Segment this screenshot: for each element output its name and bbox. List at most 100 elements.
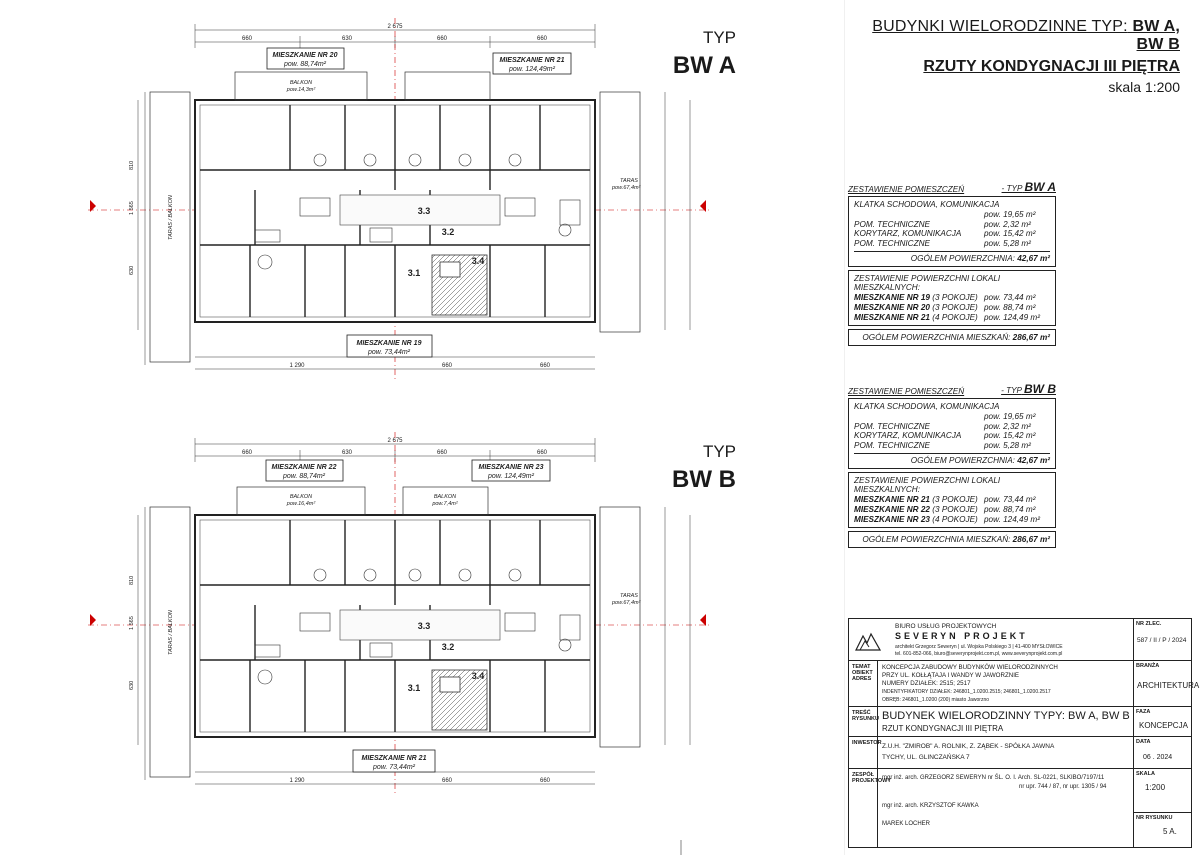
plan-b-room-3-2: 3.2 (442, 642, 455, 652)
plan-b-room-3-1: 3.1 (408, 683, 421, 693)
plan-a-seg-4: 660 (537, 36, 548, 42)
schedule-a-flats-box: ZESTAWIENIE POWIERZCHNI LOKALI MIESZKALN… (848, 270, 1056, 327)
schedule-b-rooms-box: KLATKA SCHODOWA, KOMUNIKACJA pow. 19,65 … (848, 398, 1056, 470)
header-line2: RZUTY KONDYGNACJI III PIĘTRA (923, 58, 1180, 75)
plan-b-room-3-3: 3.3 (418, 621, 431, 631)
nr-rysunku-label: NR RYSUNKU (1136, 815, 1173, 821)
schedule-a-rooms-box: KLATKA SCHODOWA, KOMUNIKACJA pow. 19,65 … (848, 196, 1056, 268)
plan-b-width: 2 675 (387, 438, 403, 444)
zespol-line1: mgr inż. arch. GRZEGORZ SEWERYN nr ŚL. O… (882, 775, 1105, 781)
zespol-line1b: nr upr. 744 / 87, nr upr. 1305 / 94 (1019, 784, 1107, 790)
schedule-a-head-title: ZESTAWIENIE POMIESZCZEŃ (848, 185, 965, 194)
schedule-b-flat-value: pow. 88,74 m² (984, 504, 1036, 514)
schedule-a-box1-title: KLATKA SCHODOWA, KOMUNIKACJA (854, 200, 1000, 209)
title-block-label-divider (877, 661, 878, 847)
plan-b-apt-22-title: MIESZKANIE NR 22 (272, 464, 337, 471)
firm-line4: tel. 601-852-066, biuro@severynprojekt.c… (895, 651, 1063, 657)
schedule-b-box1-title: KLATKA SCHODOWA, KOMUNIKACJA (854, 402, 1000, 411)
plan-b-side-3: 630 (129, 681, 135, 690)
schedule-a-total1: OGÓLEM POWIERZCHNIA: 42,67 m² (854, 251, 1050, 263)
type-b-label: TYP BW B (616, 442, 736, 494)
branza-label: BRANŻA (1136, 663, 1160, 669)
header-line1-prefix: BUDYNKI WIELORODZINNE TYP: (872, 18, 1128, 35)
schedule-b-box2-title: ZESTAWIENIE POWIERZCHNI LOKALI MIESZKALN… (854, 476, 1001, 495)
schedule-a-head-type: BW A (1024, 180, 1056, 194)
branza-cell: BRANŻA ARCHITEKTURA (1133, 661, 1199, 707)
inwestor-label: INWESTOR (852, 740, 882, 746)
plan-a-room-3-1: 3.1 (408, 268, 421, 278)
plan-a-balcony-area: pow.14,3m² (286, 87, 316, 93)
schedule-b: ZESTAWIENIE POMIESZCZEŃ - TYP BW B KLATK… (848, 382, 1056, 549)
skala-value: 1:200 (1145, 783, 1166, 792)
nr-zlec-cell: NR ZLEC. 587 / II / P / 2024 (1133, 619, 1191, 661)
faza-value: KONCEPCJA (1139, 721, 1188, 730)
type-b-word: TYP (702, 442, 736, 461)
schedule-b-head-prefix: - TYP (1001, 386, 1022, 395)
temat-line: KONCEPCJA ZABUDOWY BUDYNKÓW WIELORODZINN… (882, 664, 1058, 671)
schedule-b-head-title: ZESTAWIENIE POMIESZCZEŃ (848, 387, 965, 396)
type-a-label: TYP BW A (616, 28, 736, 80)
skala-cell: SKALA 1:200 (1133, 769, 1191, 813)
plan-b-seg-3: 660 (437, 450, 448, 456)
schedule-b-flat-name: MIESZKANIE NR 21 (854, 495, 930, 505)
temat-line: NUMERY DZIAŁEK: 2515; 2517 (882, 680, 971, 687)
schedule-b-total1: OGÓLEM POWIERZCHNIA: 42,67 m² (854, 453, 1050, 465)
plan-a-room-3-2: 3.2 (442, 227, 455, 237)
tresc-label: TREŚĆ RYSUNKU (852, 710, 879, 722)
schedule-b-flats-box: ZESTAWIENIE POWIERZCHNI LOKALI MIESZKALN… (848, 472, 1056, 529)
title-block-divider (1133, 619, 1134, 847)
temat-cell: TEMAT OBIEKT ADRES KONCEPCJA ZABUDOWY BU… (849, 661, 1133, 707)
nr-zlec-value: 587 / II / P / 2024 (1137, 637, 1187, 644)
header-scale: skala 1:200 (1108, 79, 1180, 95)
sheet-header: BUDYNKI WIELORODZINNE TYP: BW A, BW B RZ… (860, 18, 1180, 95)
schedule-a-head-prefix: - TYP (1001, 184, 1023, 193)
plan-b-side-1: 810 (129, 576, 135, 585)
schedule-b-room-name (854, 412, 984, 422)
schedule-a-flat-rooms: (3 POKOJE) (932, 293, 978, 303)
plan-a-room-3-3: 3.3 (418, 206, 431, 216)
data-value: 06 . 2024 (1143, 754, 1173, 761)
zespol-label: ZESPÓŁ PROJEKTOWY (852, 772, 892, 784)
schedule-a-room-value: pow. 2,32 m² (984, 219, 1031, 229)
schedule-a-flat-name: MIESZKANIE NR 21 (854, 312, 930, 322)
plan-b-apt-21-title: MIESZKANIE NR 21 (362, 755, 427, 762)
plan-a-side-2: 1 565 (129, 201, 135, 215)
plan-a-bottom-seg-1: 660 (442, 363, 453, 369)
header-line1: BUDYNKI WIELORODZINNE TYP: BW A, BW B (860, 18, 1180, 54)
plan-a-bottom-seg-2: 660 (540, 363, 551, 369)
schedule-a-total1-value: 42,67 m² (1017, 254, 1050, 264)
schedule-b-total2: OGÓLEM POWIERZCHNIA MIESZKAŃ: 286,67 m² (848, 531, 1056, 549)
schedule-a-flat-value: pow. 73,44 m² (984, 293, 1036, 303)
schedule-a-room-name: KORYTARZ, KOMUNIKACJA (854, 229, 962, 239)
schedule-b-room-name: POM. TECHNICZNE (854, 440, 930, 450)
plan-a-balcony-title: BALKON (290, 80, 312, 86)
skala-label: SKALA (1136, 771, 1155, 777)
zespol-line3: MAREK LOCHER (882, 821, 931, 827)
plan-b-balcony1-title: BALKON (290, 494, 312, 500)
plan-a-bottom-width: 1 290 (289, 363, 305, 369)
plan-b-room-3-4: 3.4 (472, 671, 485, 681)
plan-b-apt-22-area: pow. 88,74m² (282, 473, 326, 480)
tresc-line1: BUDYNEK WIELORODZINNY TYPY: BW A, BW B (882, 710, 1130, 722)
nr-rysunku-value: 5 A. (1163, 827, 1177, 836)
plan-b-bottom-width: 1 290 (289, 778, 305, 784)
inwestor-cell: INWESTOR Z.U.H. "ZMIROB" A. ROLNIK, Z. Z… (849, 737, 1133, 769)
tresc-line2: RZUT KONDYGNACJI III PIĘTRA (882, 724, 1004, 733)
plan-b-bottom-seg-2: 660 (540, 778, 551, 784)
schedule-a-flat-value: pow. 124,49 m² (984, 312, 1040, 322)
schedule-b-flat-rooms: (4 POKOJE) (932, 514, 978, 524)
plan-b: 2 675 660 630 660 660 BALKON pow.16,4m² … (88, 432, 710, 795)
schedule-a-total2-value: 286,67 m² (1012, 333, 1050, 343)
plan-a-apt-21-title: MIESZKANIE NR 21 (500, 57, 565, 64)
schedule-b-room-value: pow. 15,42 m² (984, 431, 1036, 441)
plan-b-bottom-seg-1: 660 (442, 778, 453, 784)
zespol-cell: ZESPÓŁ PROJEKTOWY mgr inż. arch. GRZEGOR… (849, 769, 1133, 847)
schedule-b-total1-label: OGÓLEM POWIERZCHNIA: (910, 456, 1015, 466)
firm-line1: BIURO USŁUG PROJEKTOWYCH (895, 623, 997, 630)
schedule-a-flat-rooms: (4 POKOJE) (932, 312, 978, 322)
plan-a-apt-20-title: MIESZKANIE NR 20 (273, 52, 338, 59)
plan-b-apt-23-area: pow. 124,49m² (487, 473, 535, 480)
faza-cell: FAZA KONCEPCJA (1133, 707, 1191, 737)
plan-b-apt-23-title: MIESZKANIE NR 23 (479, 464, 544, 471)
nr-zlec-label: NR ZLEC. (1136, 621, 1162, 627)
